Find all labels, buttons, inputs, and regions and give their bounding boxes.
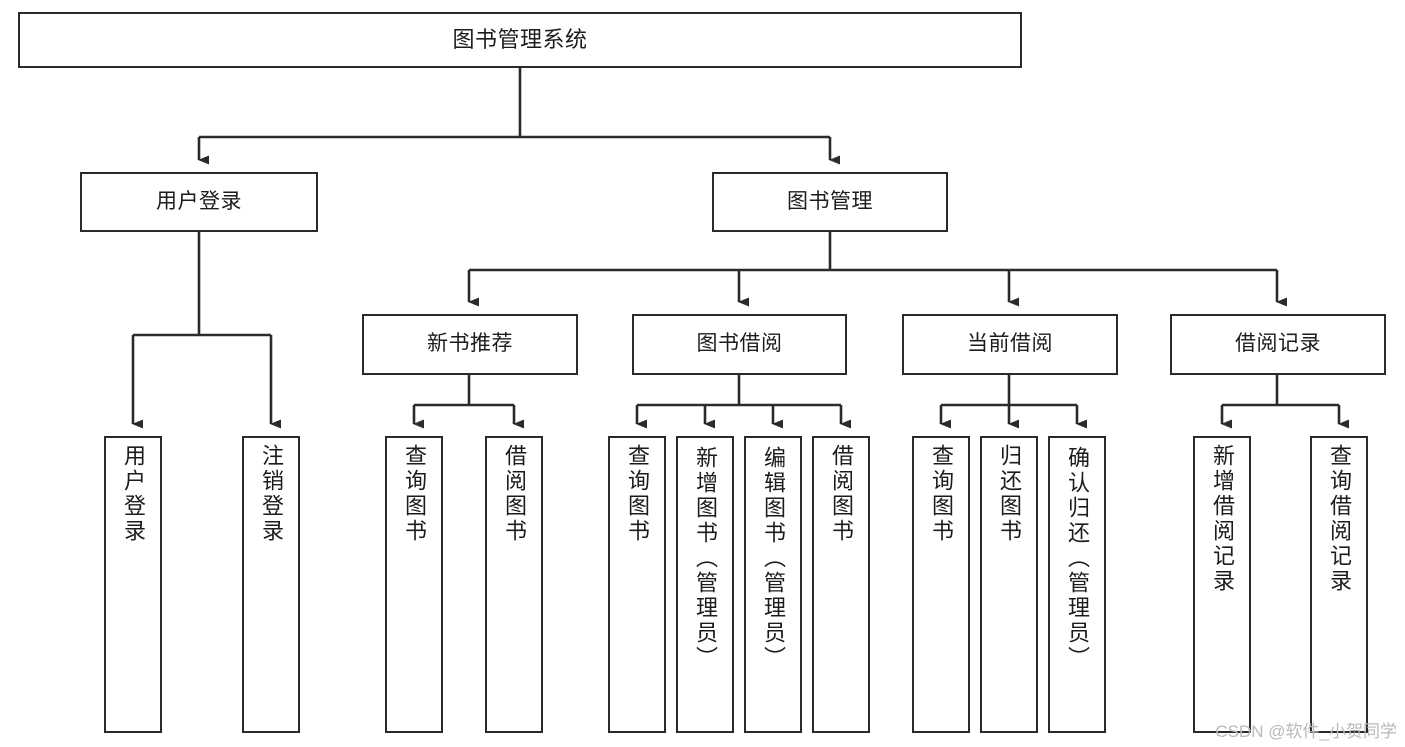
node-label: 图书管理 [787,189,873,213]
node-current-borrow[interactable]: 当前借阅 [902,314,1118,375]
node-book-manage[interactable]: 图书管理 [712,172,948,232]
node-label: 查询图书 [402,444,427,544]
node-label: 当前借阅 [967,332,1053,356]
node-label: 借阅记录 [1235,332,1321,356]
node-label: 新增借阅记录 [1210,444,1235,594]
node-leaf-query-book-1[interactable]: 查询图书 [385,436,443,733]
node-leaf-borrow-book-2[interactable]: 借阅图书 [812,436,870,733]
node-label: 图书借阅 [696,332,783,356]
node-leaf-query-book-3[interactable]: 查询图书 [912,436,970,733]
node-label: 确认归还（管理员） [1065,446,1090,671]
node-user-login[interactable]: 用户登录 [80,172,318,232]
node-root-system[interactable]: 图书管理系统 [18,12,1022,68]
node-new-book-recommend[interactable]: 新书推荐 [362,314,578,375]
node-leaf-logout-login[interactable]: 注销登录 [242,436,300,733]
node-borrow-record[interactable]: 借阅记录 [1170,314,1386,375]
node-label: 归还图书 [997,444,1022,544]
node-label: 借阅图书 [502,444,527,544]
node-leaf-add-record[interactable]: 新增借阅记录 [1193,436,1251,733]
node-label: 借阅图书 [829,444,854,544]
node-leaf-borrow-book-1[interactable]: 借阅图书 [485,436,543,733]
node-leaf-user-login[interactable]: 用户登录 [104,436,162,733]
node-book-borrow[interactable]: 图书借阅 [632,314,847,375]
node-leaf-confirm-return[interactable]: 确认归还（管理员） [1048,436,1106,733]
node-label: 注销登录 [259,444,284,544]
node-leaf-query-book-2[interactable]: 查询图书 [608,436,666,733]
node-label: 查询图书 [625,444,650,544]
node-label: 用户登录 [156,189,242,213]
node-label: 查询图书 [929,444,954,544]
node-label: 用户登录 [121,444,146,544]
node-label: 新书推荐 [427,332,513,356]
node-label: 编辑图书（管理员） [761,446,786,671]
node-leaf-return-book[interactable]: 归还图书 [980,436,1038,733]
csdn-watermark: CSDN @软件_小贺同学 [1215,722,1397,741]
node-label: 图书管理系统 [452,27,588,53]
node-leaf-query-record[interactable]: 查询借阅记录 [1310,436,1368,733]
node-label: 查询借阅记录 [1327,444,1352,594]
node-leaf-edit-book[interactable]: 编辑图书（管理员） [744,436,802,733]
node-label: 新增图书（管理员） [693,446,718,671]
node-leaf-add-book[interactable]: 新增图书（管理员） [676,436,734,733]
